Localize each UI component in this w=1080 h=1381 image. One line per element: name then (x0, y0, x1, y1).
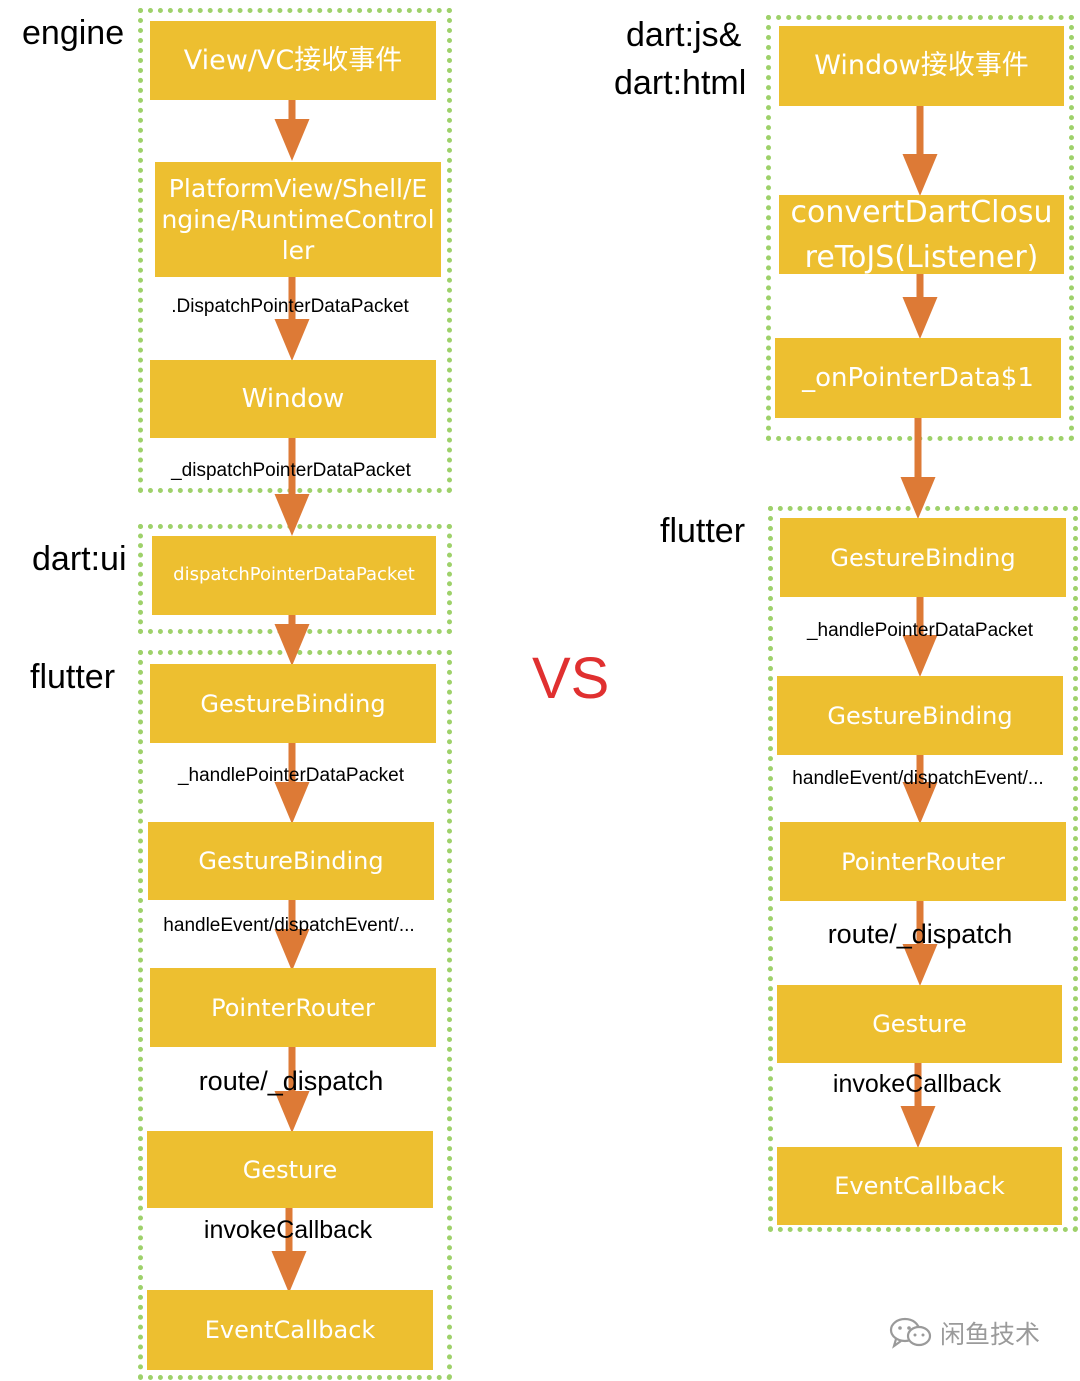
on-pointer-data-box: _onPointerData$1 (775, 338, 1061, 418)
dart-js-layer-label: dart:js& (626, 16, 742, 54)
gesture-binding-box-1: GestureBinding (150, 664, 436, 743)
right-gesture-box: Gesture (777, 985, 1062, 1063)
right-route-dispatch-label: route/_dispatch (827, 919, 1013, 949)
private-dispatch-label: _dispatchPointerDataPacket (171, 460, 411, 481)
handle-pointer-data-packet-label: _handlePointerDataPacket (177, 765, 405, 786)
convert-closure-box: convertDartClosureToJS(Listener) (779, 195, 1064, 275)
dart-ui-layer-label: dart:ui (32, 540, 127, 578)
gesture-box: Gesture (147, 1131, 433, 1208)
dispatch-pointer-data-packet-label: .DispatchPointerDataPacket (171, 296, 409, 317)
window-event-box: Window接收事件 (779, 26, 1064, 106)
dart-html-layer-label: dart:html (614, 64, 747, 102)
handle-event-label: handleEvent/dispatchEvent/... (163, 915, 415, 936)
pointer-router-box: PointerRouter (150, 968, 436, 1047)
invoke-callback-label: invokeCallback (203, 1216, 373, 1244)
right-invoke-callback-label: invokeCallback (832, 1070, 1002, 1098)
watermark: 闲鱼技术 (888, 1315, 1040, 1351)
right-handle-pointer-data-packet-label: _handlePointerDataPacket (806, 620, 1034, 641)
engine-layer-label: engine (22, 14, 125, 52)
right-pointer-router-box: PointerRouter (780, 822, 1066, 901)
window-box: Window (150, 360, 436, 438)
wechat-icon (889, 1317, 932, 1349)
event-callback-box: EventCallback (147, 1290, 433, 1370)
right-event-callback-box: EventCallback (777, 1147, 1062, 1225)
right-gesture-binding-box-1: GestureBinding (780, 518, 1066, 597)
route-dispatch-label: route/_dispatch (198, 1066, 384, 1096)
platform-view-box: PlatformView/Shell/Engine/RuntimeControl… (155, 162, 441, 277)
right-handle-event-label: handleEvent/dispatchEvent/... (792, 768, 1044, 789)
vs-label: VS (532, 646, 610, 711)
gesture-binding-box-2: GestureBinding (148, 822, 434, 900)
flutter-layer-label-left: flutter (30, 658, 116, 696)
right-gesture-binding-box-2: GestureBinding (777, 676, 1063, 755)
flutter-layer-label-right: flutter (660, 512, 746, 550)
dart-ui-dispatch-box: dispatchPointerDataPacket (152, 536, 436, 615)
watermark-text: 闲鱼技术 (940, 1320, 1041, 1349)
view-vc-box: View/VC接收事件 (150, 21, 436, 100)
